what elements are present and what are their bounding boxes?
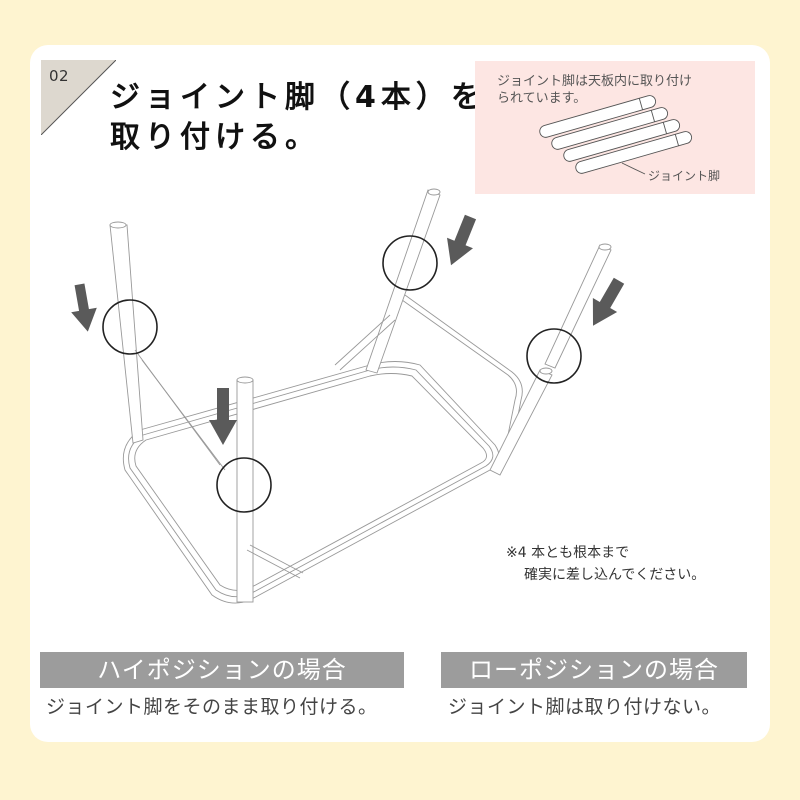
step-title-line1: ジョイント脚（4本）を [110,80,486,115]
joint-leg-label: ジョイント脚 [648,169,721,183]
info-text-line1: ジョイント脚は天板内に取り付け [497,74,693,89]
step-number: 02 [49,67,70,85]
insert-arrows [71,214,625,445]
low-position-header: ローポジションの場合 [441,652,747,688]
info-text: ジョイント脚は天板内に取り付け られています。 [497,73,767,107]
step-title-line2: 取り付ける。 [110,120,320,155]
info-text-line2: られています。 [497,91,587,106]
note-line2: 確実に差し込んでください。 [524,567,706,583]
step-title: ジョイント脚（4本）を 取り付ける。 [110,78,486,158]
high-position-description: ジョイント脚をそのまま取り付ける。 [46,696,378,718]
low-position-description: ジョイント脚は取り付けない。 [448,696,722,718]
joint-legs-icon [539,95,693,175]
callout-circle [102,299,158,355]
note-line1: ※4 本とも根本まで [506,545,630,561]
insertion-note: ※4 本とも根本まで 確実に差し込んでください。 [506,542,705,586]
down-arrow-icon [71,283,97,332]
table-legs [109,188,612,603]
down-arrow-icon [447,214,477,266]
down-arrow-icon [592,277,625,326]
step-badge-icon [41,60,116,135]
callout-circle [216,457,272,513]
high-position-header: ハイポジションの場合 [40,652,404,688]
table-top [122,289,523,604]
callout-circles [102,235,582,513]
callout-circle [526,328,582,384]
down-arrow-icon [209,388,237,445]
callout-circle [382,235,438,291]
